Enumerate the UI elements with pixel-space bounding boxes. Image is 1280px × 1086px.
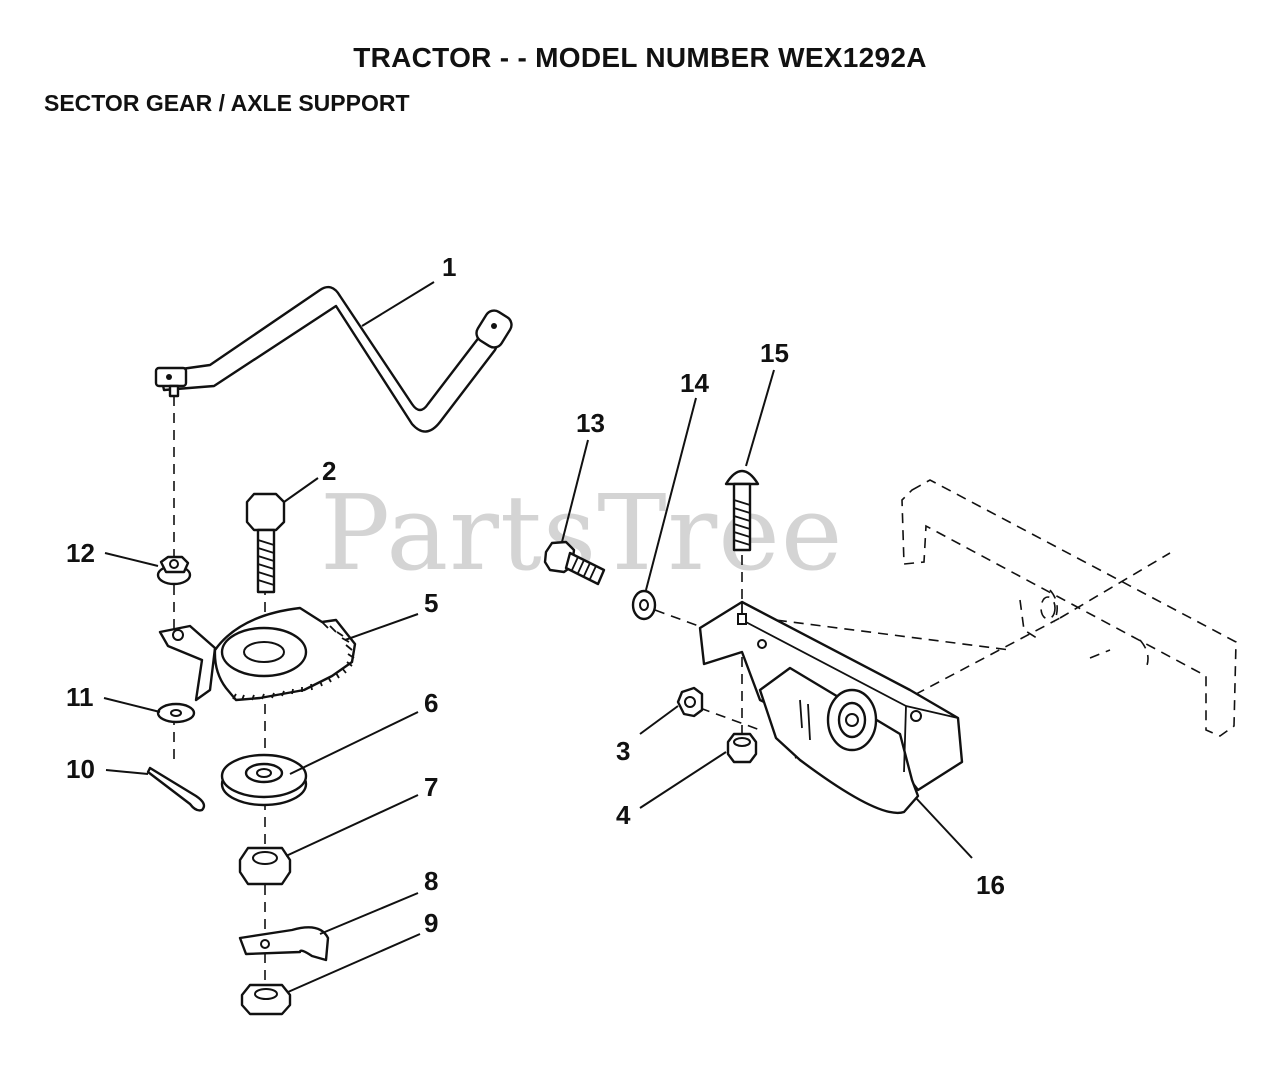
- callout-15: 15: [760, 338, 789, 368]
- callout-11: 11: [66, 682, 94, 712]
- part-3-hex-nut[interactable]: [676, 686, 704, 718]
- part-10-cotter-pin[interactable]: [146, 766, 206, 812]
- part-4-hex-nut[interactable]: [726, 732, 758, 764]
- callout-8: 8: [424, 866, 438, 896]
- callout-14: 14: [680, 368, 709, 398]
- callout-12: 12: [66, 538, 95, 568]
- callout-1: 1: [442, 252, 456, 282]
- part-9-hex-nut[interactable]: [240, 983, 292, 1016]
- callout-3: 3: [616, 736, 630, 766]
- callout-10: 10: [66, 754, 95, 784]
- callout-9: 9: [424, 908, 438, 938]
- part-6-spacer-washer[interactable]: [220, 753, 308, 807]
- page-title: TRACTOR - - MODEL NUMBER WEX1292A: [353, 42, 927, 73]
- leader-lines: [103, 281, 973, 993]
- part-1-drag-link[interactable]: [154, 285, 515, 433]
- part-5-sector-gear[interactable]: [158, 606, 357, 702]
- callout-4: 4: [616, 800, 631, 830]
- part-13-hex-bolt[interactable]: [543, 540, 606, 586]
- part-7-hex-nut[interactable]: [238, 846, 292, 886]
- callout-6: 6: [424, 688, 438, 718]
- part-16-axle-support-bracket[interactable]: [698, 600, 964, 815]
- assembly-center-lines: [173, 396, 1061, 985]
- callout-16: 16: [976, 870, 1005, 900]
- part-2-hex-bolt[interactable]: [245, 492, 286, 594]
- callout-7: 7: [424, 772, 438, 802]
- part-14-lock-washer[interactable]: [631, 589, 657, 621]
- part-15-carriage-bolt[interactable]: [724, 469, 760, 552]
- callout-13: 13: [576, 408, 605, 438]
- callout-labels: 1 2 3 4 5 6 7 8 9 10 11 12 13 14 15 16: [66, 252, 1005, 938]
- callout-5: 5: [424, 588, 438, 618]
- part-8-spring-clip[interactable]: [238, 926, 330, 962]
- part-12-flange-nut[interactable]: [156, 555, 192, 586]
- part-11-flat-washer[interactable]: [156, 702, 196, 724]
- reference-frame-outline: [901, 479, 1237, 737]
- section-subtitle: SECTOR GEAR / AXLE SUPPORT: [44, 90, 410, 116]
- callout-2: 2: [322, 456, 336, 486]
